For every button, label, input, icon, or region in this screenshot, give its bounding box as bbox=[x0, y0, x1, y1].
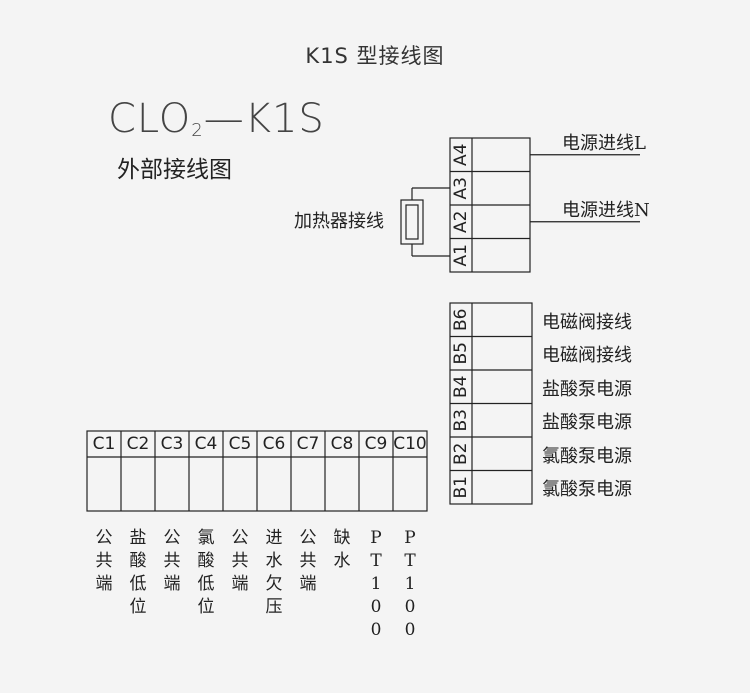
c-terminal-id: C9 bbox=[365, 434, 388, 454]
c-terminal-label: 进 水 欠 压 bbox=[265, 528, 283, 617]
a-terminal-label: 电源进线N bbox=[562, 199, 650, 221]
c-terminal-id: C4 bbox=[195, 434, 218, 454]
c-terminal-id: C8 bbox=[331, 434, 354, 454]
c-terminal-id: C6 bbox=[263, 434, 286, 454]
c-terminal-id: C1 bbox=[93, 434, 116, 454]
diagram-title: K1S 型接线图 bbox=[305, 44, 445, 68]
heater-label: 加热器接线 bbox=[294, 211, 384, 232]
heater-resistor-inner bbox=[405, 204, 419, 240]
b-terminal-id: B2 bbox=[451, 443, 471, 465]
c-terminal-label: P T 1 0 0 bbox=[370, 528, 382, 640]
b-terminal-label: 盐酸泵电源 bbox=[542, 378, 632, 400]
heater-symbol bbox=[400, 187, 450, 257]
b-terminal-label: 氯酸泵电源 bbox=[542, 479, 632, 501]
c-terminal-label: P T 1 0 0 bbox=[404, 528, 416, 640]
b-terminal-id: B4 bbox=[451, 376, 471, 398]
c-terminal-label: 公 共 端 bbox=[95, 528, 113, 594]
a-terminal-id: A2 bbox=[451, 211, 471, 233]
a-terminal-id: A3 bbox=[451, 177, 471, 199]
b-terminal-label: 盐酸泵电源 bbox=[542, 412, 632, 434]
model-subscript: 2 bbox=[191, 120, 204, 141]
b-terminal-id: B1 bbox=[451, 476, 471, 498]
c-terminal-id: C5 bbox=[229, 434, 252, 454]
b-terminal-id: B5 bbox=[451, 342, 471, 364]
model-suffix: —K1S bbox=[203, 96, 325, 142]
b-terminal-label: 电磁阀接线 bbox=[542, 311, 632, 333]
c-terminal-label: 公 共 端 bbox=[231, 528, 249, 594]
c-terminal-label: 公 共 端 bbox=[163, 528, 181, 594]
a-block-frame bbox=[449, 137, 531, 273]
c-terminal-id: C10 bbox=[393, 434, 427, 454]
c-terminal-label: 缺 水 bbox=[333, 528, 351, 571]
model-name: CLO2—K1S bbox=[108, 96, 325, 142]
b-terminal-id: B3 bbox=[451, 409, 471, 431]
c-terminal-label: 氯 酸 低 位 bbox=[197, 528, 215, 617]
a-terminal-id: A1 bbox=[451, 244, 471, 266]
a-terminal-label: 电源进线L bbox=[562, 132, 646, 154]
c-terminal-id: C3 bbox=[161, 434, 184, 454]
diagram-subtitle: 外部接线图 bbox=[117, 157, 232, 183]
c-terminal-id: C7 bbox=[297, 434, 320, 454]
a-terminal-id: A4 bbox=[451, 144, 471, 166]
model-prefix: CLO bbox=[108, 96, 192, 142]
b-terminal-id: B6 bbox=[451, 309, 471, 331]
b-block-frame bbox=[449, 302, 533, 505]
c-terminal-label: 公 共 端 bbox=[299, 528, 317, 594]
b-terminal-label: 电磁阀接线 bbox=[542, 345, 632, 367]
heater-resistor bbox=[400, 199, 424, 245]
c-terminal-label: 盐 酸 低 位 bbox=[129, 528, 147, 617]
c-terminal-id: C2 bbox=[127, 434, 150, 454]
b-terminal-label: 氯酸泵电源 bbox=[542, 445, 632, 467]
c-block-frame bbox=[86, 430, 428, 512]
